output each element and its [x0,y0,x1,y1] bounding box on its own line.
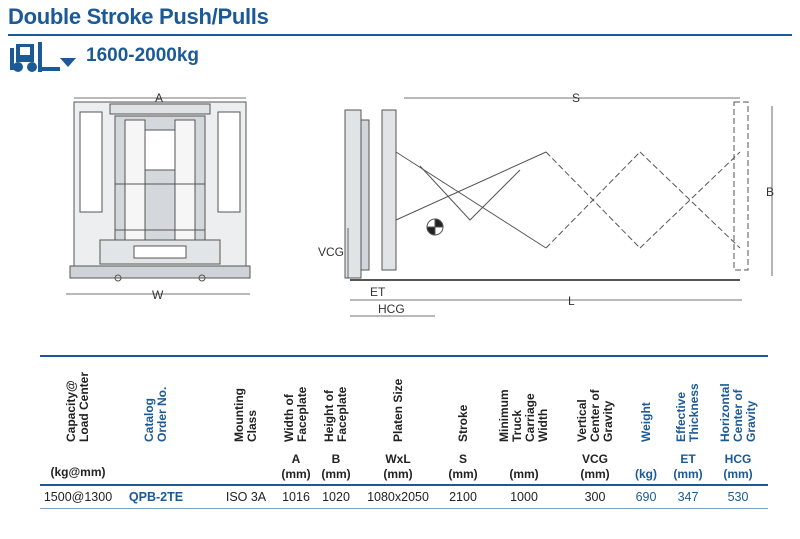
technical-drawings: A W S B VCG ET HCG L [66,91,774,317]
table-header-rule [40,484,768,486]
table-unit-cell: B(mm) [321,452,351,481]
table-header-label: Capacity@ Load Center [64,371,91,442]
table-header-label: Effective Thickness [674,383,701,442]
table-unit-cell: (kg@mm) [50,465,106,479]
table-header-label: Height of Faceplate [322,386,349,442]
table-header-cell: Stroke [455,370,485,448]
dim-label-vcg: VCG [318,245,344,259]
table-header-label: Minimum Truck Carriage Width [497,389,550,442]
table-unit-cell: (kg) [635,467,657,481]
table-header-label: Stroke [455,404,470,442]
table-unit-cell [116,452,196,467]
table-header-label: Vertical Center of Gravity [574,389,615,442]
table-cell: 1020 [322,490,350,504]
table-header-cell: Vertical Center of Gravity [575,370,615,448]
table-cell: 690 [635,490,657,504]
table-unit-cell: (mm) [509,467,539,481]
dim-label-w: W [152,288,164,302]
table-header-cell: Mounting Class [232,370,261,448]
table-cell: 2100 [449,490,477,504]
table-top-rule [40,355,768,357]
table-header-label: Catalog Order No. [142,386,169,442]
table-cell: 347 [677,490,699,504]
table-cell: 1016 [282,490,310,504]
table-header-cell: Catalog Order No. [142,370,171,448]
table-header-cell: Effective Thickness [674,370,703,448]
table-unit-cell: ET(mm) [673,452,703,481]
dim-label-s: S [572,91,580,105]
title-divider [8,34,792,36]
table-cell: 1080x2050 [367,490,429,504]
table-header-cell: Minimum Truck Carriage Width [497,370,550,448]
table-header-cell: Width of Faceplate [282,370,311,448]
table-bottom-rule [40,508,768,509]
table-unit-cell: A(mm) [281,452,311,481]
table-cell: 1000 [510,490,538,504]
table-header-cell: Weight [638,370,668,448]
table-unit-cell: HCG(mm) [723,452,753,481]
table-header-cell: Capacity@ Load Center [64,370,93,448]
front-view-drawing [69,101,251,282]
table-header-label: Platen Size [390,378,405,442]
table-cell: 300 [584,490,606,504]
table-cell: QPB-2TE [128,490,184,504]
table-header-label: Weight [638,402,653,442]
table-header-label: Horizontal Center of Gravity [717,383,758,442]
table-cell: 1500@1300 [43,490,113,504]
table-unit-cell: VCG(mm) [580,452,610,481]
forklift-icon [10,42,76,72]
dim-label-l: L [568,294,575,308]
table-header-cell: Horizontal Center of Gravity [718,370,758,448]
table-cell: 530 [727,490,749,504]
table-header-cell: Height of Faceplate [322,370,351,448]
page-title: Double Stroke Push/Pulls [8,4,269,29]
dim-label-hcg: HCG [378,302,405,316]
dim-label-a: A [155,91,163,105]
table-unit-cell: WxL(mm) [383,452,413,481]
table-header-label: Width of Faceplate [282,386,309,442]
table-unit-cell: S(mm) [448,452,478,481]
table-header-cell: Platen Size [390,370,420,448]
table-cell: ISO 3A [225,490,267,504]
side-view-drawing [344,101,749,281]
capacity-range: 1600-2000kg [86,45,200,66]
table-header-label: Mounting Class [232,388,259,442]
dim-label-et: ET [370,285,386,299]
dim-label-b: B [766,185,774,199]
